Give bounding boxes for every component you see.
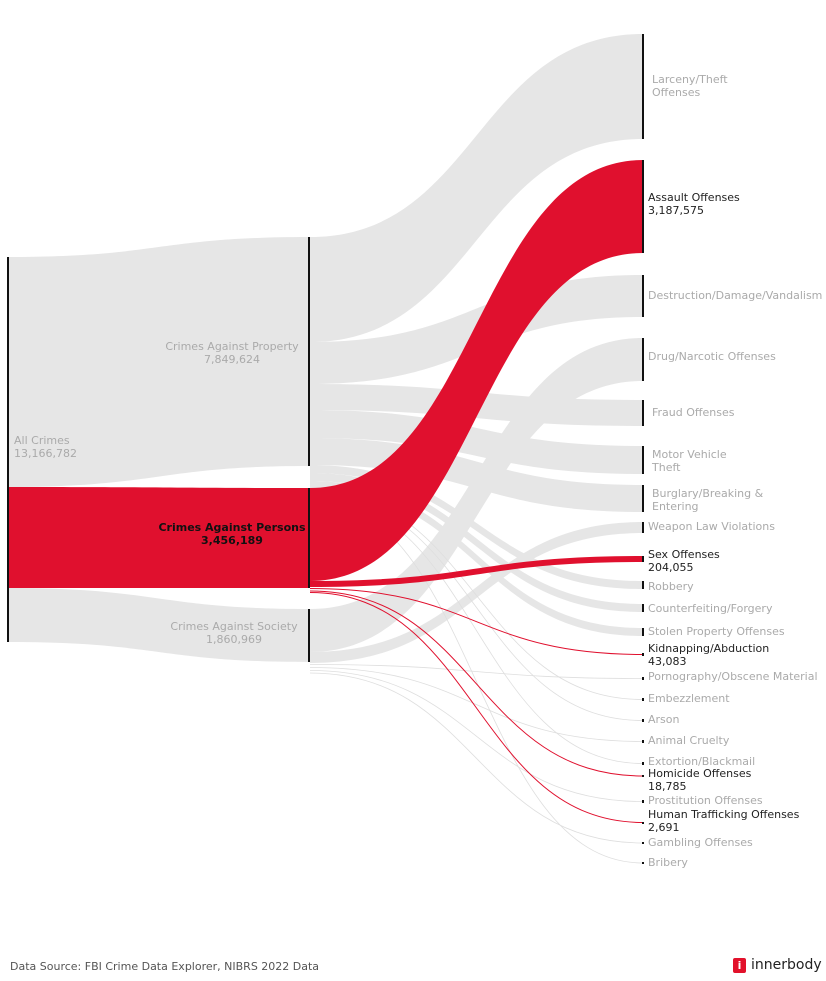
link-society-gambling [309, 672, 644, 844]
node-homicide [642, 775, 644, 777]
node-extortion [642, 762, 644, 765]
brand-logo: i innerbody [733, 957, 822, 973]
sankey-links [9, 34, 644, 864]
node-sex [642, 556, 644, 562]
offense-label-counterfeit: Counterfeiting/Forgery [648, 602, 773, 615]
link-root-persons [9, 487, 309, 588]
link-society-weapon [310, 522, 643, 663]
node-robbery [642, 581, 644, 589]
node-kidnap [642, 653, 644, 656]
sankey-nodes [7, 34, 644, 864]
link-property-robbery [310, 465, 643, 589]
node-counterfeit [642, 604, 644, 612]
link-persons-kidnap [309, 588, 644, 655]
node-mvt [642, 446, 644, 474]
link-persons-sex [310, 556, 643, 587]
offense-label-fraud: Fraud Offenses [652, 406, 735, 419]
node-destruction [642, 275, 644, 317]
node-embezzle [642, 698, 644, 701]
link-root-property [9, 237, 309, 487]
link-persons-homicide [309, 590, 644, 777]
link-property-mvt [310, 410, 643, 474]
link-society-drug [310, 338, 643, 652]
link-property-larceny [310, 34, 643, 342]
offense-label-burglary: Burglary/Breaking &Entering [652, 487, 764, 513]
node-persons [308, 488, 310, 588]
link-society-animal [309, 667, 644, 742]
node-assault [642, 160, 644, 253]
link-root-society [9, 588, 309, 662]
offense-label-robbery: Robbery [648, 580, 694, 593]
node-weapon [642, 522, 644, 533]
node-burglary [642, 485, 644, 512]
node-stolen [642, 628, 644, 636]
offense-label-porn: Pornography/Obscene Material [648, 670, 818, 683]
node-society [308, 609, 310, 662]
brand-name: innerbody [751, 957, 822, 973]
offense-label-extortion: Extortion/Blackmail [648, 755, 755, 768]
offense-label-weapon: Weapon Law Violations [648, 520, 775, 533]
node-root [7, 257, 9, 642]
node-trafficking [642, 822, 644, 824]
offense-label-embezzle: Embezzlement [648, 692, 730, 705]
offense-label-stolen: Stolen Property Offenses [648, 625, 785, 638]
offense-label-bribery: Bribery [648, 856, 688, 869]
offense-label-prostitution: Prostitution Offenses [648, 794, 763, 807]
offense-label-drug: Drug/Narcotic Offenses [648, 350, 776, 363]
link-property-stolen [310, 481, 643, 636]
link-persons-trafficking [309, 592, 644, 823]
offense-label-animal: Animal Cruelty [648, 734, 730, 747]
node-prostitution [642, 800, 644, 803]
offense-label-destruction: Destruction/Damage/Vandalism [648, 289, 822, 302]
node-bribery [642, 862, 644, 864]
data-source-note: Data Source: FBI Crime Data Explorer, NI… [10, 960, 320, 973]
node-porn [642, 677, 644, 680]
link-persons-assault [310, 160, 643, 581]
node-drug [642, 338, 644, 381]
offense-label-gambling: Gambling Offenses [648, 836, 753, 849]
node-gambling [642, 842, 644, 844]
link-society-porn [309, 664, 644, 679]
node-larceny [642, 34, 644, 139]
node-arson [642, 719, 644, 722]
offense-label-arson: Arson [648, 713, 680, 726]
node-animal [642, 740, 644, 743]
node-fraud [642, 400, 644, 426]
link-society-prostitution [309, 670, 644, 802]
node-property [308, 237, 310, 466]
link-property-counterfeit [310, 473, 643, 612]
info-icon: i [733, 957, 746, 973]
